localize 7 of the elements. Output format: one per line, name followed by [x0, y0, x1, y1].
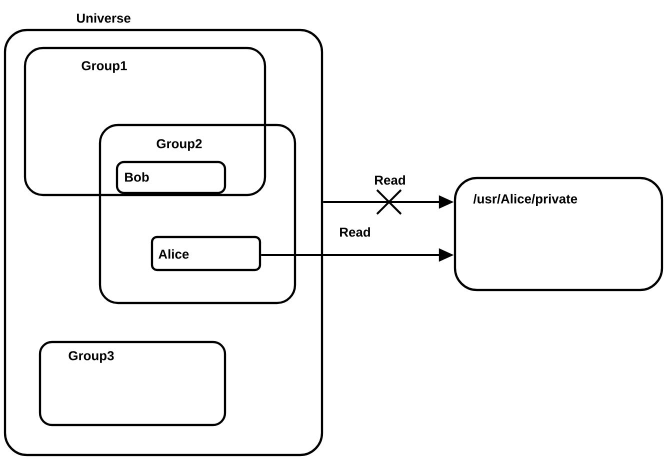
user-box: Bob: [116, 160, 226, 194]
user-box: Alice: [150, 236, 262, 272]
node-label: Universe: [76, 13, 130, 23]
edge-label: Read: [373, 174, 407, 186]
edge-label: Read: [338, 226, 372, 238]
group-box: Group3: [38, 340, 226, 426]
file-box: /usr/Alice/private: [454, 176, 664, 292]
